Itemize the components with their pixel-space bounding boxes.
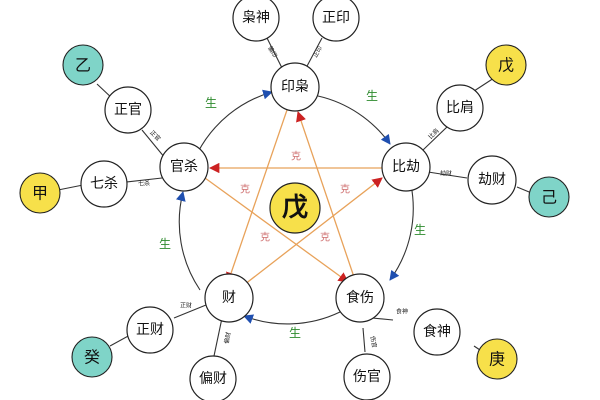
svg-text:财: 财: [222, 290, 236, 306]
svg-text:甲: 甲: [32, 184, 48, 203]
sheng-label-5: 生: [159, 237, 171, 251]
outer-node-shangguan: 伤官: [343, 353, 391, 400]
stem-node-ji: 己: [528, 176, 570, 218]
stem-node-yi: 乙: [62, 44, 104, 86]
svg-text:七杀: 七杀: [90, 176, 118, 192]
sheng-label-3: 生: [414, 223, 426, 237]
outer-node-shishen: 食神: [413, 308, 461, 356]
sheng-label-2: 生: [366, 89, 378, 103]
svg-text:正印: 正印: [322, 10, 350, 26]
stem-node-gui: 癸: [71, 336, 113, 378]
sheng-arc-right-bottomright: [389, 184, 414, 281]
stem-node-geng: 庚: [476, 338, 518, 380]
svg-text:戊: 戊: [498, 56, 514, 75]
svg-text:正官: 正官: [114, 102, 142, 118]
svg-text:戊: 戊: [282, 193, 308, 223]
svg-text:食神: 食神: [423, 323, 451, 340]
center-node: 戊: [269, 182, 321, 234]
sheng-arc-bottomright-bottomleft: [243, 311, 341, 325]
svg-text:食伤: 食伤: [346, 289, 374, 306]
ring-node-shishang: 食伤: [335, 273, 385, 323]
ring-node-cai: 财: [204, 273, 254, 323]
link-label-bijian: 比肩: [427, 127, 441, 141]
svg-text:劫财: 劫财: [478, 172, 506, 188]
stem-node-wu: 戊: [485, 44, 527, 86]
ke-label-1: 克: [291, 151, 301, 163]
ke-star: [204, 109, 384, 289]
svg-text:偏财: 偏财: [199, 371, 227, 387]
outer-node-qisha: 七杀: [80, 160, 128, 208]
link-label-piancai: 偏财: [223, 331, 233, 344]
ke-line-top-bottomleft: [226, 109, 288, 283]
outer-node-zhengguan: 正官: [104, 86, 152, 134]
ring-node-guansha: 官杀: [159, 142, 209, 192]
link-label-shangguan: 伤官: [369, 335, 379, 348]
link-label-qisha: 七杀: [138, 180, 150, 188]
ring-node-bijie: 比劫: [381, 142, 431, 192]
ke-line-bottomright-top: [296, 111, 356, 281]
svg-text:乙: 乙: [75, 56, 91, 75]
sheng-cycle: [176, 89, 414, 325]
link-label-shishen: 食神: [396, 308, 408, 316]
svg-text:比劫: 比劫: [392, 159, 420, 175]
outer-node-jiecai: 劫财: [467, 155, 517, 205]
outer-node-xiaoshen: 枭神: [232, 0, 280, 42]
ring-node-yinxiao: 印枭: [270, 62, 320, 112]
outer-node-piancai: 偏财: [189, 355, 237, 400]
sheng-label-1: 生: [205, 96, 217, 110]
ke-line-bottomleft-right: [239, 177, 383, 289]
outer-node-zhengyin: 正印: [312, 0, 360, 42]
sheng-arc-left-top: [197, 89, 273, 153]
outer-node-zhengcai: 正财: [126, 306, 174, 354]
ke-line-left-bottomright: [204, 177, 349, 283]
stem-node-jia: 甲: [19, 172, 61, 214]
ke-label-4: 克: [260, 232, 270, 244]
sheng-arc-top-right: [317, 95, 391, 145]
svg-text:官杀: 官杀: [170, 159, 198, 175]
svg-text:印枭: 印枭: [281, 78, 309, 95]
link-label-zhengyin: 正印: [312, 45, 324, 59]
sheng-label-4: 生: [289, 326, 301, 340]
svg-text:癸: 癸: [84, 348, 100, 367]
link-label-zhengcai: 正财: [180, 302, 192, 310]
sheng-arc-bottomleft-left: [176, 191, 201, 291]
ke-label-2: 克: [240, 184, 250, 196]
svg-text:正财: 正财: [136, 322, 164, 338]
svg-text:比肩: 比肩: [446, 100, 474, 116]
link-label-jiecai: 劫财: [440, 170, 452, 178]
ke-label-5: 克: [320, 232, 330, 244]
svg-text:枭神: 枭神: [242, 9, 270, 26]
svg-text:伤官: 伤官: [353, 369, 381, 385]
svg-text:庚: 庚: [489, 350, 505, 369]
outer-node-bijian: 比肩: [436, 84, 484, 132]
ke-label-3: 克: [340, 184, 350, 196]
svg-text:己: 己: [541, 188, 557, 207]
